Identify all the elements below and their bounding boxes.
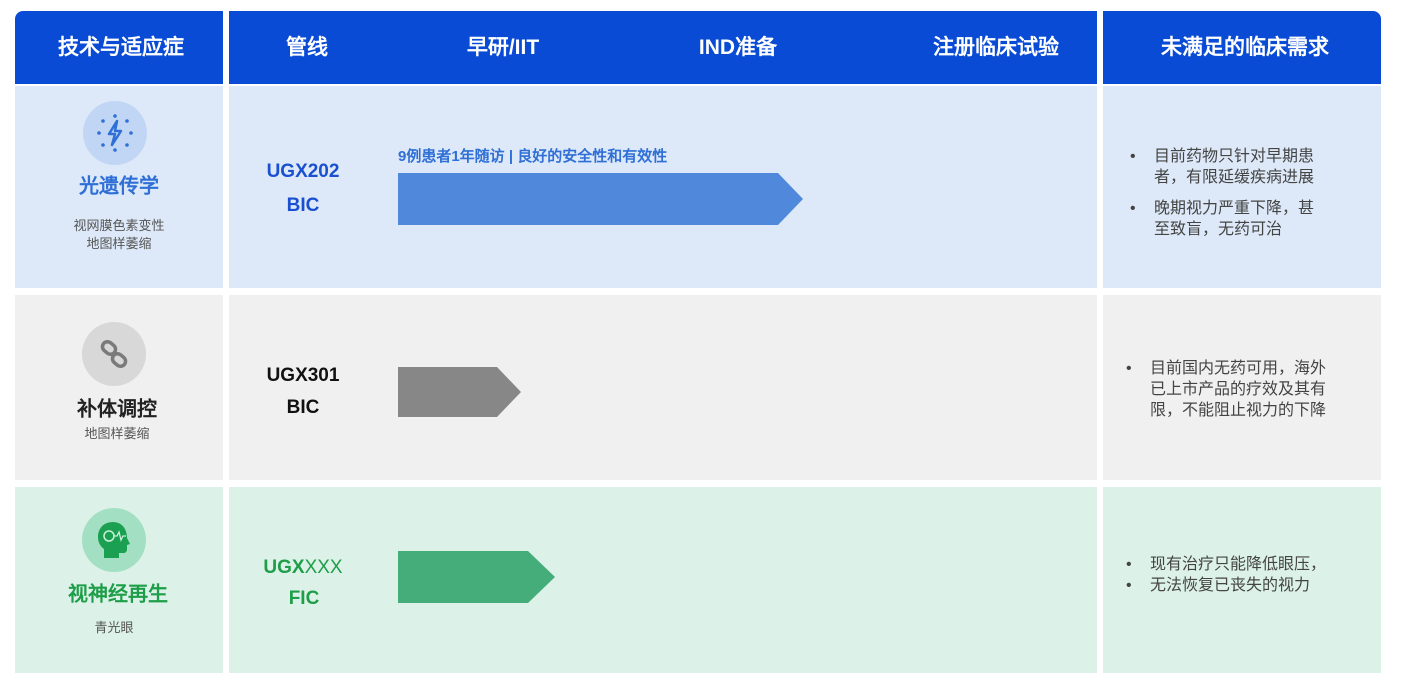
bullet: • (1126, 577, 1132, 594)
row2-need-cell (1103, 295, 1381, 480)
header-stage-registration: 注册临床试验 (933, 36, 1059, 59)
row1-subtitle-1: 视网膜色素变性 (73, 218, 165, 233)
row2-need-line1: 目前国内无药可用，海外 (1150, 360, 1327, 377)
row1-tag: BIC (286, 195, 320, 216)
header-need (1103, 11, 1381, 84)
row3-code: UGXXXX (263, 557, 342, 579)
row2-pipeline-cell (229, 295, 1097, 480)
row1-subtitle-2: 地图样萎缩 (86, 236, 152, 251)
row1-need-2-line1: 晚期视力严重下降，甚 (1154, 200, 1315, 217)
row1-code: UGX202 (266, 161, 340, 182)
header-pipeline (229, 11, 1097, 84)
row3-need-1: 现有治疗只能降低眼压， (1150, 556, 1327, 573)
row3-code-prefix: UGX (263, 557, 305, 578)
row1-progress-arrow (398, 173, 803, 225)
header-indication-label: 技术与适应症 (58, 36, 184, 59)
row3-need-2: 无法恢复已丧失的视力 (1150, 577, 1311, 594)
row3-subtitle-1: 青光眼 (94, 620, 134, 635)
header-stage-ind: IND准备 (698, 36, 778, 59)
header-need-label: 未满足的临床需求 (1161, 36, 1329, 59)
row3-title: 视神经再生 (68, 583, 168, 606)
row1-note: 9例患者1年随访 | 良好的安全性和有效性 (398, 148, 668, 165)
row1-need-cell (1103, 86, 1381, 288)
row2-need-line2: 已上市产品的疗效及其有 (1150, 381, 1327, 398)
bullet: • (1130, 200, 1136, 217)
header-stage-early: 早研/IIT (466, 36, 540, 59)
row2-code: UGX301 (266, 365, 340, 386)
row1-title: 光遗传学 (79, 175, 159, 198)
row2-progress-arrow (398, 367, 521, 417)
row1-need-2-line2: 至致盲，无药可治 (1154, 221, 1283, 238)
row3-tag: FIC (288, 588, 320, 609)
bullet: • (1126, 556, 1132, 573)
row1-need-1-line2: 者，有限延缓疾病进展 (1154, 169, 1315, 186)
bullet: • (1130, 148, 1136, 165)
optogenetics-spark-icon (83, 101, 147, 165)
bullet: • (1126, 360, 1132, 377)
row3-pipeline-cell (229, 487, 1097, 673)
chain-link-icon (82, 322, 146, 386)
row2-need-line3: 限，不能阻止视力的下降 (1150, 402, 1327, 419)
head-brain-icon (82, 508, 146, 572)
row3-code-suffix: XXX (304, 557, 343, 578)
row2-title: 补体调控 (77, 398, 157, 421)
row2-tag: BIC (286, 397, 320, 418)
header-indication (15, 11, 223, 84)
row2-subtitle-1: 地图样萎缩 (84, 426, 150, 441)
row3-progress-arrow (398, 551, 555, 603)
row1-need-1-line1: 目前药物只针对早期患 (1154, 148, 1315, 165)
row3-need-cell (1103, 487, 1381, 673)
header-pipeline-label: 管线 (286, 36, 328, 59)
